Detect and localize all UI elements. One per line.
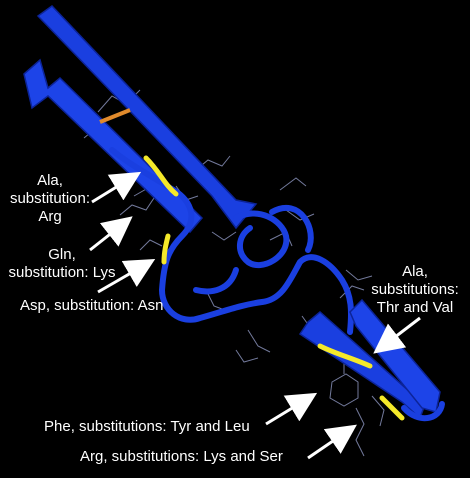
site-ala-1 xyxy=(143,155,179,197)
label-asp: Asp, substitution: Asn xyxy=(20,297,164,314)
beta-strand-second xyxy=(23,58,204,234)
site-ala-2 xyxy=(317,343,373,369)
label-arrows xyxy=(89,171,421,460)
label-ala-1: Ala, substitution: Arg xyxy=(9,172,91,225)
site-arg xyxy=(379,395,405,421)
beta-strand-top xyxy=(36,5,258,230)
arrow-ala-2 xyxy=(373,316,421,354)
arrow-arg xyxy=(307,424,357,460)
disulfide-bond xyxy=(99,108,131,124)
beta-turn-lower xyxy=(401,401,445,421)
label-arg: Arg, substitutions: Lys and Ser xyxy=(80,448,283,465)
arrow-phe xyxy=(265,392,318,426)
arrow-ala-1 xyxy=(91,171,142,204)
label-phe: Phe, substitutions: Tyr and Leu xyxy=(44,418,250,435)
arrow-asp xyxy=(97,259,156,294)
substitution-sites xyxy=(143,155,405,421)
label-gln: Gln, substitution: Lys xyxy=(8,246,116,281)
label-ala-2: Ala, substitutions: Thr and Val xyxy=(371,263,459,316)
site-gln xyxy=(161,233,171,265)
arrow-gln xyxy=(89,216,133,252)
